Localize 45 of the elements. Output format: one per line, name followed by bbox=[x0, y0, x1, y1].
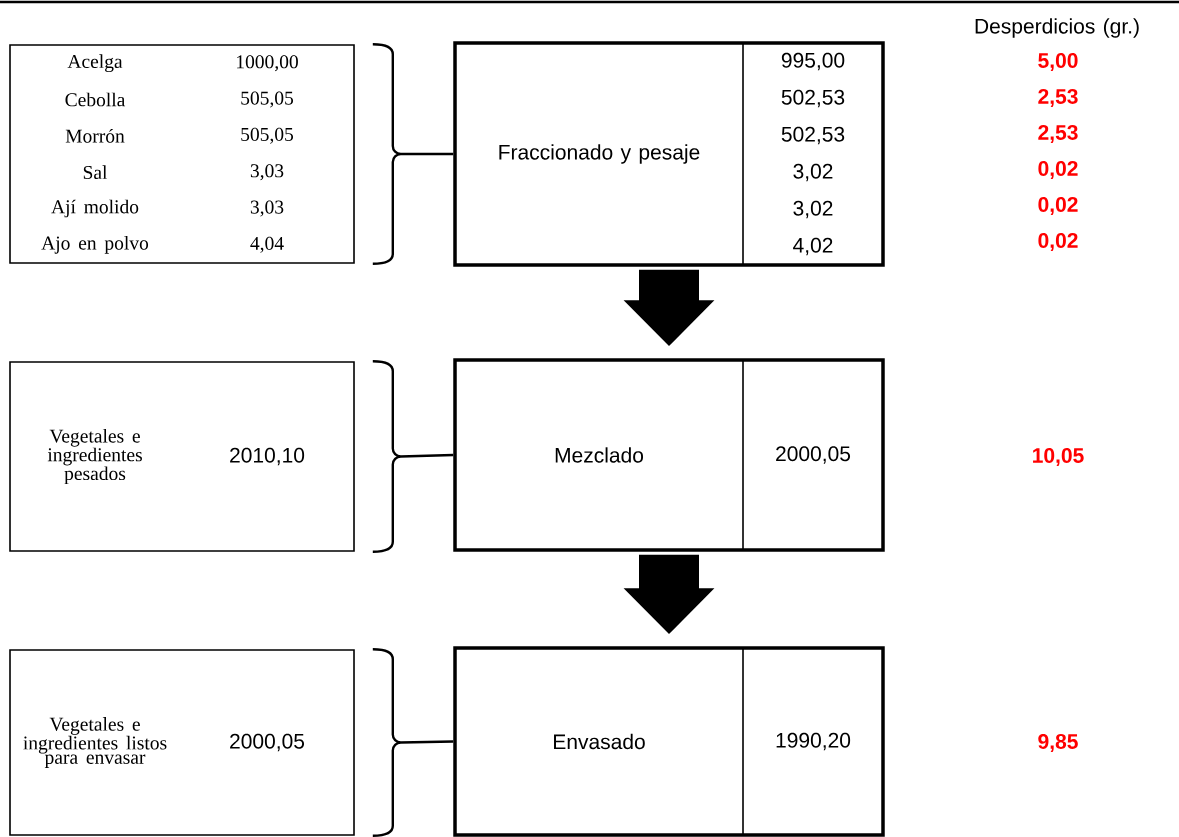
table-cell: Acelga bbox=[67, 54, 123, 73]
weight-value: 3,02 bbox=[793, 200, 833, 219]
table-cell: 1000,00 bbox=[237, 55, 298, 72]
process-name: Fraccionado y pesaje bbox=[499, 144, 700, 164]
waste-value: 2,53 bbox=[1038, 89, 1078, 107]
process-name: Envasado bbox=[554, 733, 645, 750]
weight-value: 1990,20 bbox=[776, 732, 851, 751]
brace-connector bbox=[371, 43, 455, 265]
waste-value: 10,05 bbox=[1033, 448, 1084, 466]
input-box bbox=[9, 44, 355, 264]
table-cell: Ají molido bbox=[51, 199, 139, 218]
waste-value: 0,02 bbox=[1038, 197, 1078, 215]
table-cell: Morrón bbox=[65, 128, 125, 143]
weight-value: 3,02 bbox=[793, 163, 833, 182]
table-cell: 4,04 bbox=[250, 236, 284, 253]
process-box bbox=[453, 358, 885, 552]
input-box bbox=[9, 649, 355, 836]
weight-value: 4,02 bbox=[793, 237, 833, 256]
input-label: Vegetales e ingredientes pesados bbox=[47, 428, 142, 485]
process-name: Mezclado bbox=[555, 447, 644, 463]
brace-connector bbox=[371, 360, 455, 553]
waste-value: 0,02 bbox=[1038, 161, 1078, 179]
weight-value: 2000,05 bbox=[776, 446, 851, 464]
table-cell: 505,05 bbox=[241, 91, 294, 108]
table-cell: 505,05 bbox=[241, 127, 294, 144]
table-cell: Sal bbox=[83, 165, 108, 180]
waste-value: 0,02 bbox=[1038, 233, 1078, 251]
input-box bbox=[9, 361, 355, 552]
waste-value: 9,85 bbox=[1038, 734, 1078, 752]
table-cell: Cebolla bbox=[65, 92, 126, 107]
waste-value: 5,00 bbox=[1038, 53, 1078, 71]
table-cell: 3,03 bbox=[250, 164, 284, 181]
table-cell: Ajo en polvo bbox=[41, 235, 149, 254]
process-box bbox=[453, 41, 885, 267]
column-heading: Desperdicios (gr.) bbox=[975, 18, 1139, 38]
weight-value: 2000,05 bbox=[230, 733, 305, 752]
process-box bbox=[453, 646, 885, 837]
input-label: Vegetales e ingredientes listos para envasar bbox=[23, 717, 167, 768]
weight-value: 2010,10 bbox=[230, 447, 305, 466]
table-cell: 3,03 bbox=[250, 200, 284, 217]
weight-value: 502,53 bbox=[781, 89, 845, 108]
brace-connector bbox=[371, 648, 455, 837]
weight-value: 502,53 bbox=[781, 126, 845, 145]
waste-value: 2,53 bbox=[1038, 125, 1078, 143]
weight-value: 995,00 bbox=[781, 52, 845, 71]
